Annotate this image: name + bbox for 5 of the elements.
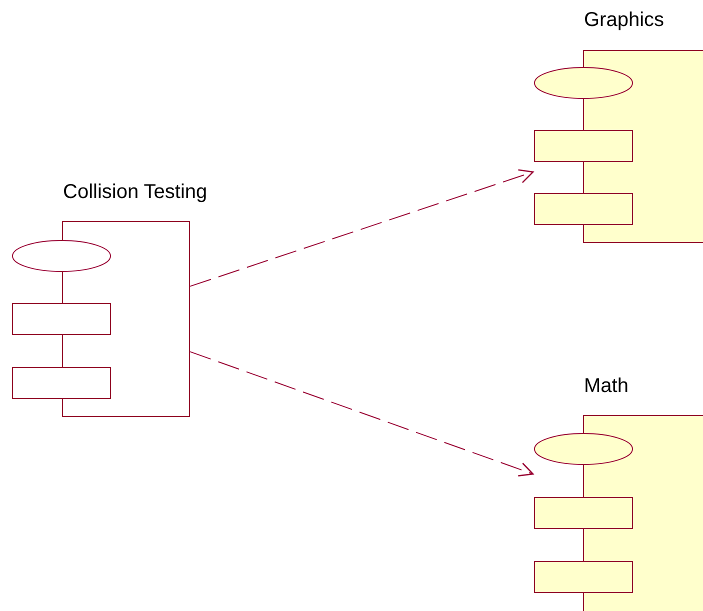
component-name: Math: [584, 374, 628, 398]
component-name: Graphics: [584, 8, 664, 32]
component-name: Collision Testing: [63, 180, 208, 204]
dependency-arrow: [190, 169, 534, 287]
dependency-arrow: [190, 351, 534, 476]
